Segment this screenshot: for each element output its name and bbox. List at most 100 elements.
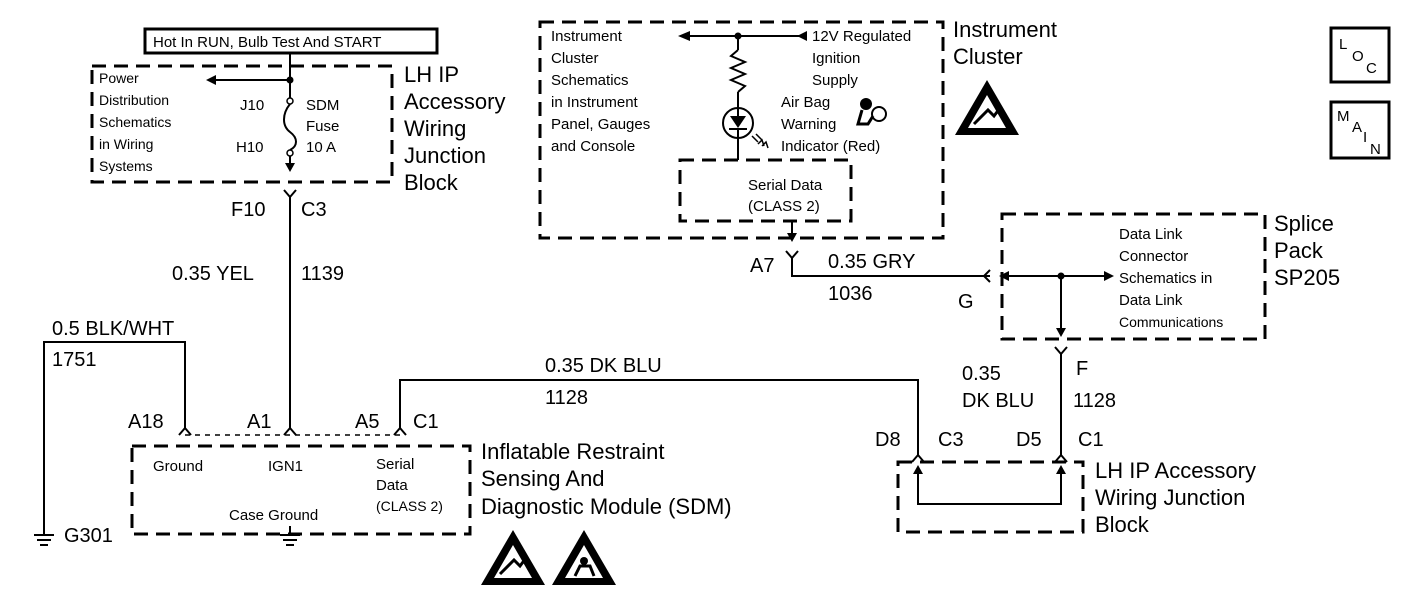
main-letter-m: M [1337, 108, 1350, 125]
ground-icon [34, 534, 54, 546]
ground-g301-label: G301 [64, 525, 113, 547]
supply-line-2: Ignition [812, 50, 860, 67]
sdm-outline [130, 444, 472, 536]
splice-pin-f: F [1076, 358, 1088, 380]
lh-name-2: Wiring Junction [1095, 485, 1245, 510]
sdm-serial-line-2: Data [376, 477, 408, 494]
main-letter-a: A [1352, 119, 1362, 136]
wire-1128-top-circuit: 1128 [545, 387, 588, 409]
cluster-serial-line-2: (CLASS 2) [748, 198, 820, 215]
hot-in-run-label: Hot In RUN, Bulb Test And START [153, 34, 381, 51]
splice-name-2: Pack [1274, 238, 1324, 263]
fuse-block-name-2: Accessory [404, 89, 505, 114]
sdm-serial-line-3: (CLASS 2) [376, 498, 443, 514]
main-button[interactable]: M A I N [1329, 100, 1391, 160]
splice-ref-line-4: Data Link [1119, 292, 1183, 309]
wire-1751-circuit: 1751 [52, 349, 97, 371]
cluster-esd-warning-icon [955, 80, 1019, 135]
fuse-ref-line-3: Schematics [99, 114, 171, 130]
loc-letter-c: C [1366, 60, 1377, 77]
main-letter-n: N [1370, 141, 1381, 158]
fuse-name-line-3: 10 A [306, 139, 336, 156]
fuse-name-line-2: Fuse [306, 118, 339, 135]
esd-warning-icon [481, 530, 545, 585]
loc-letter-o: O [1352, 48, 1364, 65]
wire-1128-right-gauge-1: 0.35 [962, 363, 1001, 385]
splice-ref-line-1: Data Link [1119, 226, 1183, 243]
wire-1128-right-gauge-2: DK BLU [962, 390, 1034, 412]
lh-name-1: LH IP Accessory [1095, 458, 1256, 483]
airbag-symbol-icon [856, 98, 887, 126]
loc-letter-l: L [1339, 36, 1347, 53]
sdm-pin-a5: A5 [355, 411, 379, 433]
wire-1139-circuit: 1139 [301, 263, 344, 285]
fuse-terminal-bottom [286, 149, 294, 157]
cluster-ref-line-5: Panel, Gauges [551, 116, 650, 133]
splice-pin-g: G [958, 291, 974, 313]
lh-block-outline [896, 460, 1085, 534]
fuse-block-name-4: Junction [404, 143, 486, 168]
resistor-icon [728, 49, 748, 93]
cluster-name-1: Instrument [953, 17, 1057, 42]
fuse-block-name-1: LH IP [404, 62, 459, 87]
connector-d8-icon [911, 453, 925, 463]
loc-button[interactable]: L O C [1329, 26, 1391, 84]
wire-1128-right-circuit: 1128 [1073, 390, 1116, 412]
lh-conn-c3: C3 [938, 429, 964, 451]
fuse-terminal-top [286, 97, 294, 105]
sdm-label-ground: Ground [153, 458, 203, 475]
sdm-conn-c1: C1 [413, 411, 439, 433]
supply-line-3: Supply [812, 72, 858, 89]
serial-down-arrow-icon [787, 233, 797, 242]
main-letter-i: I [1363, 129, 1367, 146]
fuse-ref-line-5: Systems [99, 158, 153, 174]
lh-up-arrow-left-icon [913, 465, 923, 474]
led-indicator-icon [722, 107, 769, 149]
left-arrow-icon [206, 75, 216, 85]
sdm-label-ign1: IGN1 [268, 458, 303, 475]
sdm-pin-a18: A18 [128, 411, 164, 433]
case-ground-icon [280, 534, 300, 546]
wire-1128-top-color: 0.35 DK BLU [545, 355, 662, 377]
wire-1128-top [399, 379, 919, 455]
indicator-line-3: Indicator (Red) [781, 138, 880, 155]
connector-f10-icon [283, 189, 297, 199]
sdm-pin-a1: A1 [247, 411, 271, 433]
wire-1751-color: 0.5 BLK/WHT [52, 318, 174, 340]
splice-right-arrow-icon [1104, 271, 1114, 281]
connector-g-icon [982, 269, 991, 283]
fuse-name-line-1: SDM [306, 97, 339, 114]
wire-1036-color: 0.35 GRY [828, 251, 915, 273]
splice-ref-line-5: Communications [1119, 314, 1223, 330]
lh-name-3: Block [1095, 512, 1150, 537]
cluster-outline [538, 20, 945, 240]
splice-name-3: SP205 [1274, 265, 1340, 290]
fuse-pin-bottom: H10 [236, 139, 264, 156]
splice-ref-line-3: Schematics in [1119, 270, 1212, 287]
wire-1139-color: 0.35 YEL [172, 263, 254, 285]
wire-1751 [43, 341, 186, 528]
wire-1036 [791, 258, 990, 277]
fuse-block-name-3: Wiring [404, 116, 466, 141]
fuse-pin-top: J10 [240, 97, 264, 114]
lh-conn-c1: C1 [1078, 429, 1104, 451]
airbag-warning-icon [552, 530, 616, 585]
cluster-ref-line-2: Cluster [551, 50, 599, 67]
conn-pin-f10: F10 [231, 199, 265, 221]
cluster-ref-line-3: Schematics [551, 72, 629, 89]
connector-f-icon [1054, 346, 1068, 356]
indicator-line-1: Air Bag [781, 94, 830, 111]
splice-down-arrow-icon [1056, 328, 1066, 337]
fuse-ref-line-2: Distribution [99, 92, 169, 108]
cluster-serial-line-1: Serial Data [748, 177, 823, 194]
cluster-ref-line-1: Instrument [551, 28, 623, 45]
connector-a7-icon [785, 250, 799, 260]
cluster-ref-line-6: and Console [551, 138, 635, 155]
cluster-conn-pin-a7: A7 [750, 255, 774, 277]
lh-pin-d5: D5 [1016, 429, 1042, 451]
supply-arrow-icon [797, 31, 807, 41]
sdm-name-1: Inflatable Restraint [481, 439, 664, 464]
connector-a5-icon [393, 426, 407, 436]
